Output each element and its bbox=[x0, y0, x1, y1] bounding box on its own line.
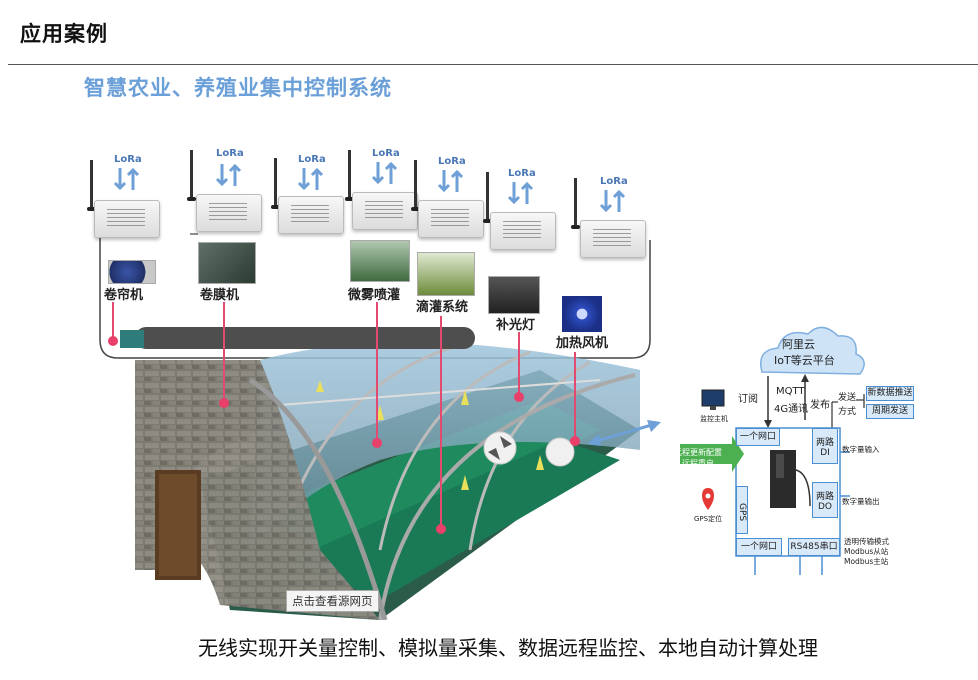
mqtt-label: MQTT bbox=[776, 386, 805, 397]
lora-label: LoRa bbox=[298, 154, 326, 165]
pointer-dot bbox=[436, 524, 446, 534]
lora-module bbox=[352, 192, 418, 230]
lora-module bbox=[490, 212, 556, 250]
lora-module bbox=[580, 220, 646, 258]
system-architecture: 阿里云 IoT等云平台 订阅 MQTT 4G通讯 发布 发送 方式 新数据推送 … bbox=[674, 320, 960, 580]
ethernet-port-bottom: 一个网口 bbox=[736, 538, 782, 556]
lora-module bbox=[196, 194, 262, 232]
greenhouse-illustration bbox=[99, 220, 651, 620]
mode-modbus-master: Modbus主站 bbox=[844, 557, 889, 566]
pointer-dot bbox=[514, 392, 524, 402]
section-title: 智慧农业、养殖业集中控制系统 bbox=[84, 76, 392, 100]
lora-label: LoRa bbox=[438, 156, 466, 167]
gps-locate-label: GPS定位 bbox=[694, 515, 723, 523]
lora-module bbox=[278, 196, 344, 234]
pointer-dot bbox=[219, 398, 229, 408]
lora-module bbox=[418, 200, 484, 238]
lora-module bbox=[94, 200, 160, 238]
di-label: 数字量输入 bbox=[842, 445, 880, 454]
film-roller-photo bbox=[198, 242, 256, 284]
lora-label: LoRa bbox=[372, 148, 400, 159]
header-divider bbox=[8, 64, 978, 65]
mode-transparent: 透明传输模式 bbox=[844, 537, 889, 546]
monitor-host-label: 监控主机 bbox=[700, 415, 728, 423]
grow-light-photo bbox=[488, 276, 540, 314]
up-down-arrows-icon bbox=[507, 181, 534, 205]
send-mode-label-1: 发送 bbox=[838, 393, 857, 403]
remote-config-label-2: 远程重启 bbox=[682, 459, 714, 468]
device-label-drip: 滴灌系统 bbox=[414, 296, 471, 315]
bidirectional-arrow-icon bbox=[587, 420, 661, 446]
up-down-arrows-icon bbox=[215, 163, 242, 187]
roller-motor-photo bbox=[108, 260, 156, 284]
send-new-data-box: 新数据推送 bbox=[866, 386, 914, 401]
device-label-mist-spray: 微雾喷灌 bbox=[346, 284, 403, 303]
drip-irrigation-photo bbox=[417, 252, 475, 296]
rs485-port: RS485串口 bbox=[788, 538, 840, 556]
up-down-arrows-icon bbox=[297, 167, 324, 191]
caption: 无线实现开关量控制、模拟量采集、数据远程监控、本地自动计算处理 bbox=[198, 636, 818, 660]
publish-label: 发布 bbox=[810, 400, 830, 411]
pointer-dot bbox=[108, 336, 118, 346]
subscribe-label: 订阅 bbox=[738, 394, 758, 405]
pointer-dot bbox=[372, 438, 382, 448]
lora-label: LoRa bbox=[600, 176, 628, 187]
send-cycle-box: 周期发送 bbox=[866, 404, 914, 419]
lora-label: LoRa bbox=[508, 168, 536, 179]
up-down-arrows-icon bbox=[371, 161, 398, 185]
mode-modbus-slave: Modbus从站 bbox=[844, 547, 889, 556]
lora-label: LoRa bbox=[216, 148, 244, 159]
lora-label: LoRa bbox=[114, 154, 142, 165]
up-down-arrows-icon bbox=[599, 189, 626, 213]
cloud-label-2: IoT等云平台 bbox=[774, 354, 835, 367]
mqtt-4g-label: 4G通讯 bbox=[774, 404, 809, 415]
heater-fan-photo bbox=[562, 296, 602, 332]
device-label-roller: 卷帘机 bbox=[102, 284, 146, 303]
greenhouse-scene: LoRa LoRa LoRa LoRa LoRa LoRa LoRa 卷帘机 卷… bbox=[80, 130, 670, 620]
device-label-heater-fan: 加热风机 bbox=[554, 332, 611, 351]
page-title: 应用案例 bbox=[20, 22, 108, 46]
up-down-arrows-icon bbox=[113, 167, 140, 191]
mist-spray-photo bbox=[350, 240, 410, 282]
cloud-label-1: 阿里云 bbox=[782, 338, 815, 351]
device-label-film-roller: 卷膜机 bbox=[198, 284, 242, 303]
do-label: 数字量输出 bbox=[842, 497, 880, 506]
gps-box: GPS bbox=[736, 486, 748, 534]
up-down-arrows-icon bbox=[437, 169, 464, 193]
remote-config-label-1: 远程更新配置 bbox=[674, 448, 722, 457]
view-source-link[interactable]: 点击查看源网页 bbox=[286, 590, 379, 612]
device-label-grow-light: 补光灯 bbox=[494, 314, 538, 333]
send-mode-label-2: 方式 bbox=[838, 407, 857, 417]
pointer-dot bbox=[570, 436, 580, 446]
ethernet-port-top: 一个网口 bbox=[736, 428, 780, 446]
